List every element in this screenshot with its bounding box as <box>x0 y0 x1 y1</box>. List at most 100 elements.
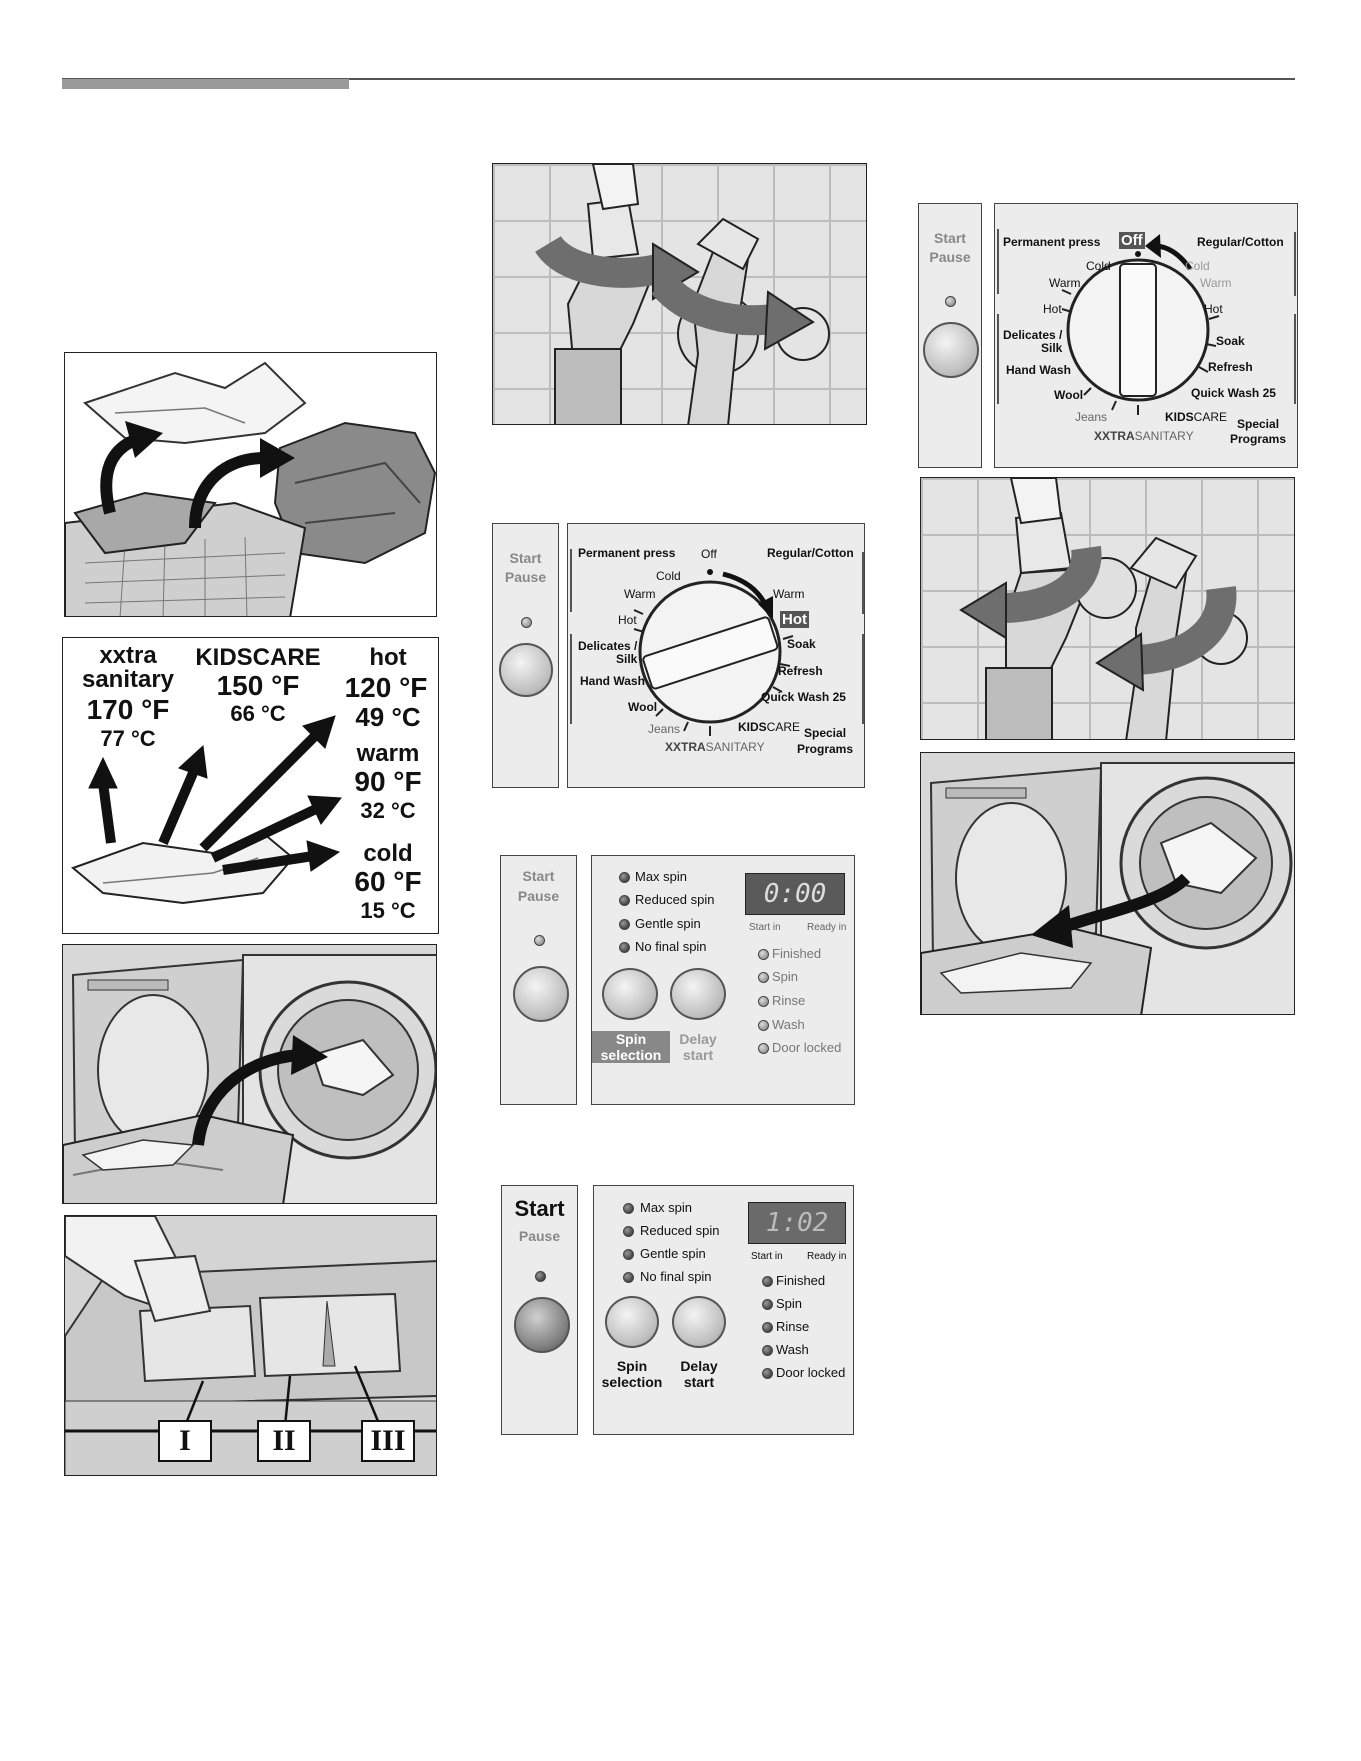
xxtra-rest: SANITARY <box>1134 429 1194 443</box>
program-quick-wash: Quick Wash 25 <box>1191 386 1276 400</box>
dispenser-tag-1: I <box>158 1420 212 1462</box>
pause-label: Pause <box>929 249 971 265</box>
header-rule-accent <box>62 79 349 89</box>
status-rinse: Rinse <box>776 1319 810 1334</box>
rinse-led <box>762 1322 773 1333</box>
max-spin-led <box>619 872 630 883</box>
cold-temp-f: 60 °F <box>354 866 422 897</box>
program-silk: Silk <box>1041 341 1063 355</box>
program-delicates: Delicates / <box>1003 328 1063 342</box>
start-in-label: Start in <box>749 922 781 933</box>
spin-selection-button[interactable] <box>605 1296 659 1348</box>
program-kidscare: KIDSCARE <box>1165 410 1227 424</box>
pause-label: Pause <box>517 888 560 904</box>
program-dial-panel: Permanent press Off Regular/Cotton Cold … <box>994 203 1298 468</box>
xxtra-bold: XXTRA <box>1094 429 1135 443</box>
temp-warm-right: Warm <box>773 587 805 601</box>
status-door-locked: Door locked <box>776 1365 846 1380</box>
option-gentle-spin: Gentle spin <box>635 916 701 931</box>
xxtra-temp-c: 77 °C <box>100 726 156 751</box>
load-washer-drawing <box>63 945 436 1203</box>
pause-label: Pause <box>518 1228 561 1244</box>
finished-led <box>758 949 769 960</box>
program-permanent-press: Permanent press <box>578 546 676 560</box>
start-pause-strip-idle: Start Pause <box>500 855 577 1105</box>
status-wash: Wash <box>776 1342 809 1357</box>
special-programs-line1: Special <box>804 726 847 740</box>
hot-temp-f: 120 °F <box>344 672 428 703</box>
finished-led <box>762 1276 773 1287</box>
pause-label: Pause <box>504 569 547 585</box>
sort-laundry-illustration <box>64 352 437 617</box>
status-finished: Finished <box>772 946 822 961</box>
options-panel-running: Start Pause Max spin Reduced spin Gentle… <box>501 1185 854 1435</box>
kidscare-bold: KIDS <box>738 720 767 734</box>
program-delicates: Delicates / <box>578 639 638 653</box>
door-locked-led <box>758 1043 769 1054</box>
program-xxtra-sanitary: XXTRASANITARY <box>665 740 765 754</box>
special-programs-line2: Programs <box>1230 432 1287 446</box>
program-hand-wash: Hand Wash <box>580 674 645 688</box>
start-pause-button[interactable] <box>514 1297 570 1353</box>
dial-set-off-panel: Start Pause Permanent press Off Regular/… <box>918 203 1298 468</box>
program-refresh: Refresh <box>778 664 823 678</box>
warm-label: warm <box>356 740 420 767</box>
spin-options-panel: Max spin Reduced spin Gentle spin No fin… <box>591 855 855 1105</box>
close-taps-illustration <box>920 477 1295 740</box>
start-pause-button[interactable] <box>923 322 979 378</box>
start-led <box>534 935 545 946</box>
options-panel-idle: Start Pause Max spin Reduced spin Gentle… <box>500 855 855 1105</box>
delay-start-line2: start <box>683 1374 715 1391</box>
cold-label: cold <box>363 840 413 867</box>
sanitary-label: sanitary <box>81 666 175 693</box>
xxtra-bold: XXTRA <box>665 740 706 754</box>
option-no-final-spin: No final spin <box>640 1269 712 1284</box>
program-soak: Soak <box>787 637 816 651</box>
delay-start-button[interactable] <box>672 1296 726 1348</box>
dispenser-tag-3: III <box>361 1420 415 1462</box>
start-pause-button[interactable] <box>513 966 569 1022</box>
option-reduced-spin: Reduced spin <box>640 1223 720 1238</box>
start-label: Start <box>509 550 542 566</box>
close-taps-drawing <box>959 478 1248 739</box>
spin-selection-line1: Spin <box>616 1358 648 1374</box>
start-pause-strip-running: Start Pause <box>501 1185 578 1435</box>
door-locked-led <box>762 1368 773 1379</box>
off-label: Off <box>701 547 717 561</box>
temp-hot-right: Hot <box>1204 302 1223 316</box>
program-dial-panel: Permanent press Cold Warm Hot Delicates … <box>567 523 865 788</box>
special-programs-line2: Programs <box>797 742 854 756</box>
temp-warm-left: Warm <box>1049 276 1081 290</box>
program-regular-cotton: Regular/Cotton <box>767 546 854 560</box>
start-pause-strip: Start Pause <box>492 523 559 788</box>
start-label-active: Start <box>514 1196 565 1221</box>
option-gentle-spin: Gentle spin <box>640 1246 706 1261</box>
status-door-locked: Door locked <box>772 1040 842 1055</box>
delay-start-button[interactable] <box>670 968 726 1020</box>
program-jeans: Jeans <box>1075 410 1108 424</box>
temp-hot-right-selected: Hot <box>780 611 809 628</box>
ready-in-label: Ready in <box>807 1251 847 1262</box>
unload-washer-illustration <box>920 752 1295 1015</box>
option-reduced-spin: Reduced spin <box>635 892 715 907</box>
warm-temp-c: 32 °C <box>360 798 416 823</box>
program-dial[interactable] <box>995 204 1299 469</box>
reduced-spin-led <box>619 895 630 906</box>
spin-selection-line2: selection <box>600 1047 662 1064</box>
xxtra-label: xxtra <box>99 642 157 669</box>
program-xxtra-sanitary: XXTRASANITARY <box>1094 429 1194 443</box>
no-final-spin-led <box>619 942 630 953</box>
temperature-chart-illustration: xxtra sanitary 170 °F 77 °C KIDSCARE 150… <box>62 637 439 934</box>
spin-options-panel-running: Max spin Reduced spin Gentle spin No fin… <box>593 1185 854 1435</box>
program-dial[interactable] <box>568 524 866 789</box>
spin-selection-line1: Spin <box>615 1031 647 1047</box>
spin-selection-button[interactable] <box>602 968 658 1020</box>
start-pause-button[interactable] <box>499 643 553 697</box>
dispenser-tag-2: II <box>257 1420 311 1462</box>
special-programs-line1: Special <box>1237 417 1280 431</box>
temp-warm-left: Warm <box>624 587 656 601</box>
option-max-spin: Max spin <box>640 1200 693 1215</box>
temperature-arrows-drawing <box>71 715 342 905</box>
program-regular-cotton: Regular/Cotton <box>1197 235 1284 249</box>
